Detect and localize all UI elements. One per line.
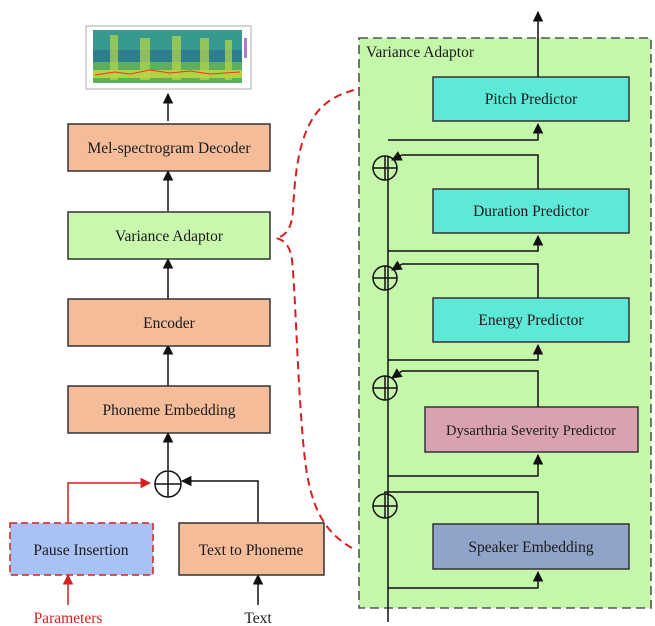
sum-node-icon — [154, 470, 182, 498]
encoder-label: Encoder — [143, 315, 195, 332]
pitch-predictor-label: Pitch Predictor — [485, 91, 578, 108]
duration-predictor-label: Duration Predictor — [473, 203, 590, 220]
energy-predictor-box: Energy Predictor — [432, 297, 630, 343]
mel-decoder-label: Mel-spectrogram Decoder — [87, 140, 251, 157]
spectrogram-image — [85, 25, 252, 90]
pause-insertion-box: Pause Insertion — [9, 522, 154, 576]
sum-node-icon — [372, 155, 398, 181]
panel-title: Variance Adaptor — [366, 44, 475, 61]
energy-predictor-label: Energy Predictor — [478, 312, 584, 329]
speaker-embedding-label: Speaker Embedding — [468, 539, 594, 556]
dysarthria-predictor-box: Dysarthria Severity Predictor — [424, 406, 639, 453]
speaker-embedding-box: Speaker Embedding — [432, 523, 630, 570]
variance-adaptor-label: Variance Adaptor — [115, 228, 224, 245]
phoneme-embedding-box: Phoneme Embedding — [67, 385, 271, 434]
mel-decoder-box: Mel-spectrogram Decoder — [67, 123, 271, 172]
parameters-label: Parameters — [34, 610, 103, 626]
text-to-phoneme-box: Text to Phoneme — [178, 522, 325, 576]
variance-adaptor-box: Variance Adaptor — [67, 211, 271, 260]
text-input-label: Text — [244, 610, 272, 626]
sum-node-icon — [372, 265, 398, 291]
phoneme-embedding-label: Phoneme Embedding — [102, 402, 235, 419]
left-connectors — [162, 92, 264, 605]
duration-predictor-box: Duration Predictor — [432, 188, 630, 234]
pause-insertion-label: Pause Insertion — [33, 542, 128, 559]
encoder-box: Encoder — [67, 298, 271, 347]
sum-node-icon — [372, 493, 398, 519]
right-connectors — [384, 10, 544, 589]
dysarthria-predictor-label: Dysarthria Severity Predictor — [446, 423, 616, 439]
sum-node-icon — [372, 375, 398, 401]
text-to-phoneme-label: Text to Phoneme — [199, 542, 304, 559]
zoom-bracket — [275, 87, 361, 549]
pitch-predictor-box: Pitch Predictor — [432, 76, 630, 122]
